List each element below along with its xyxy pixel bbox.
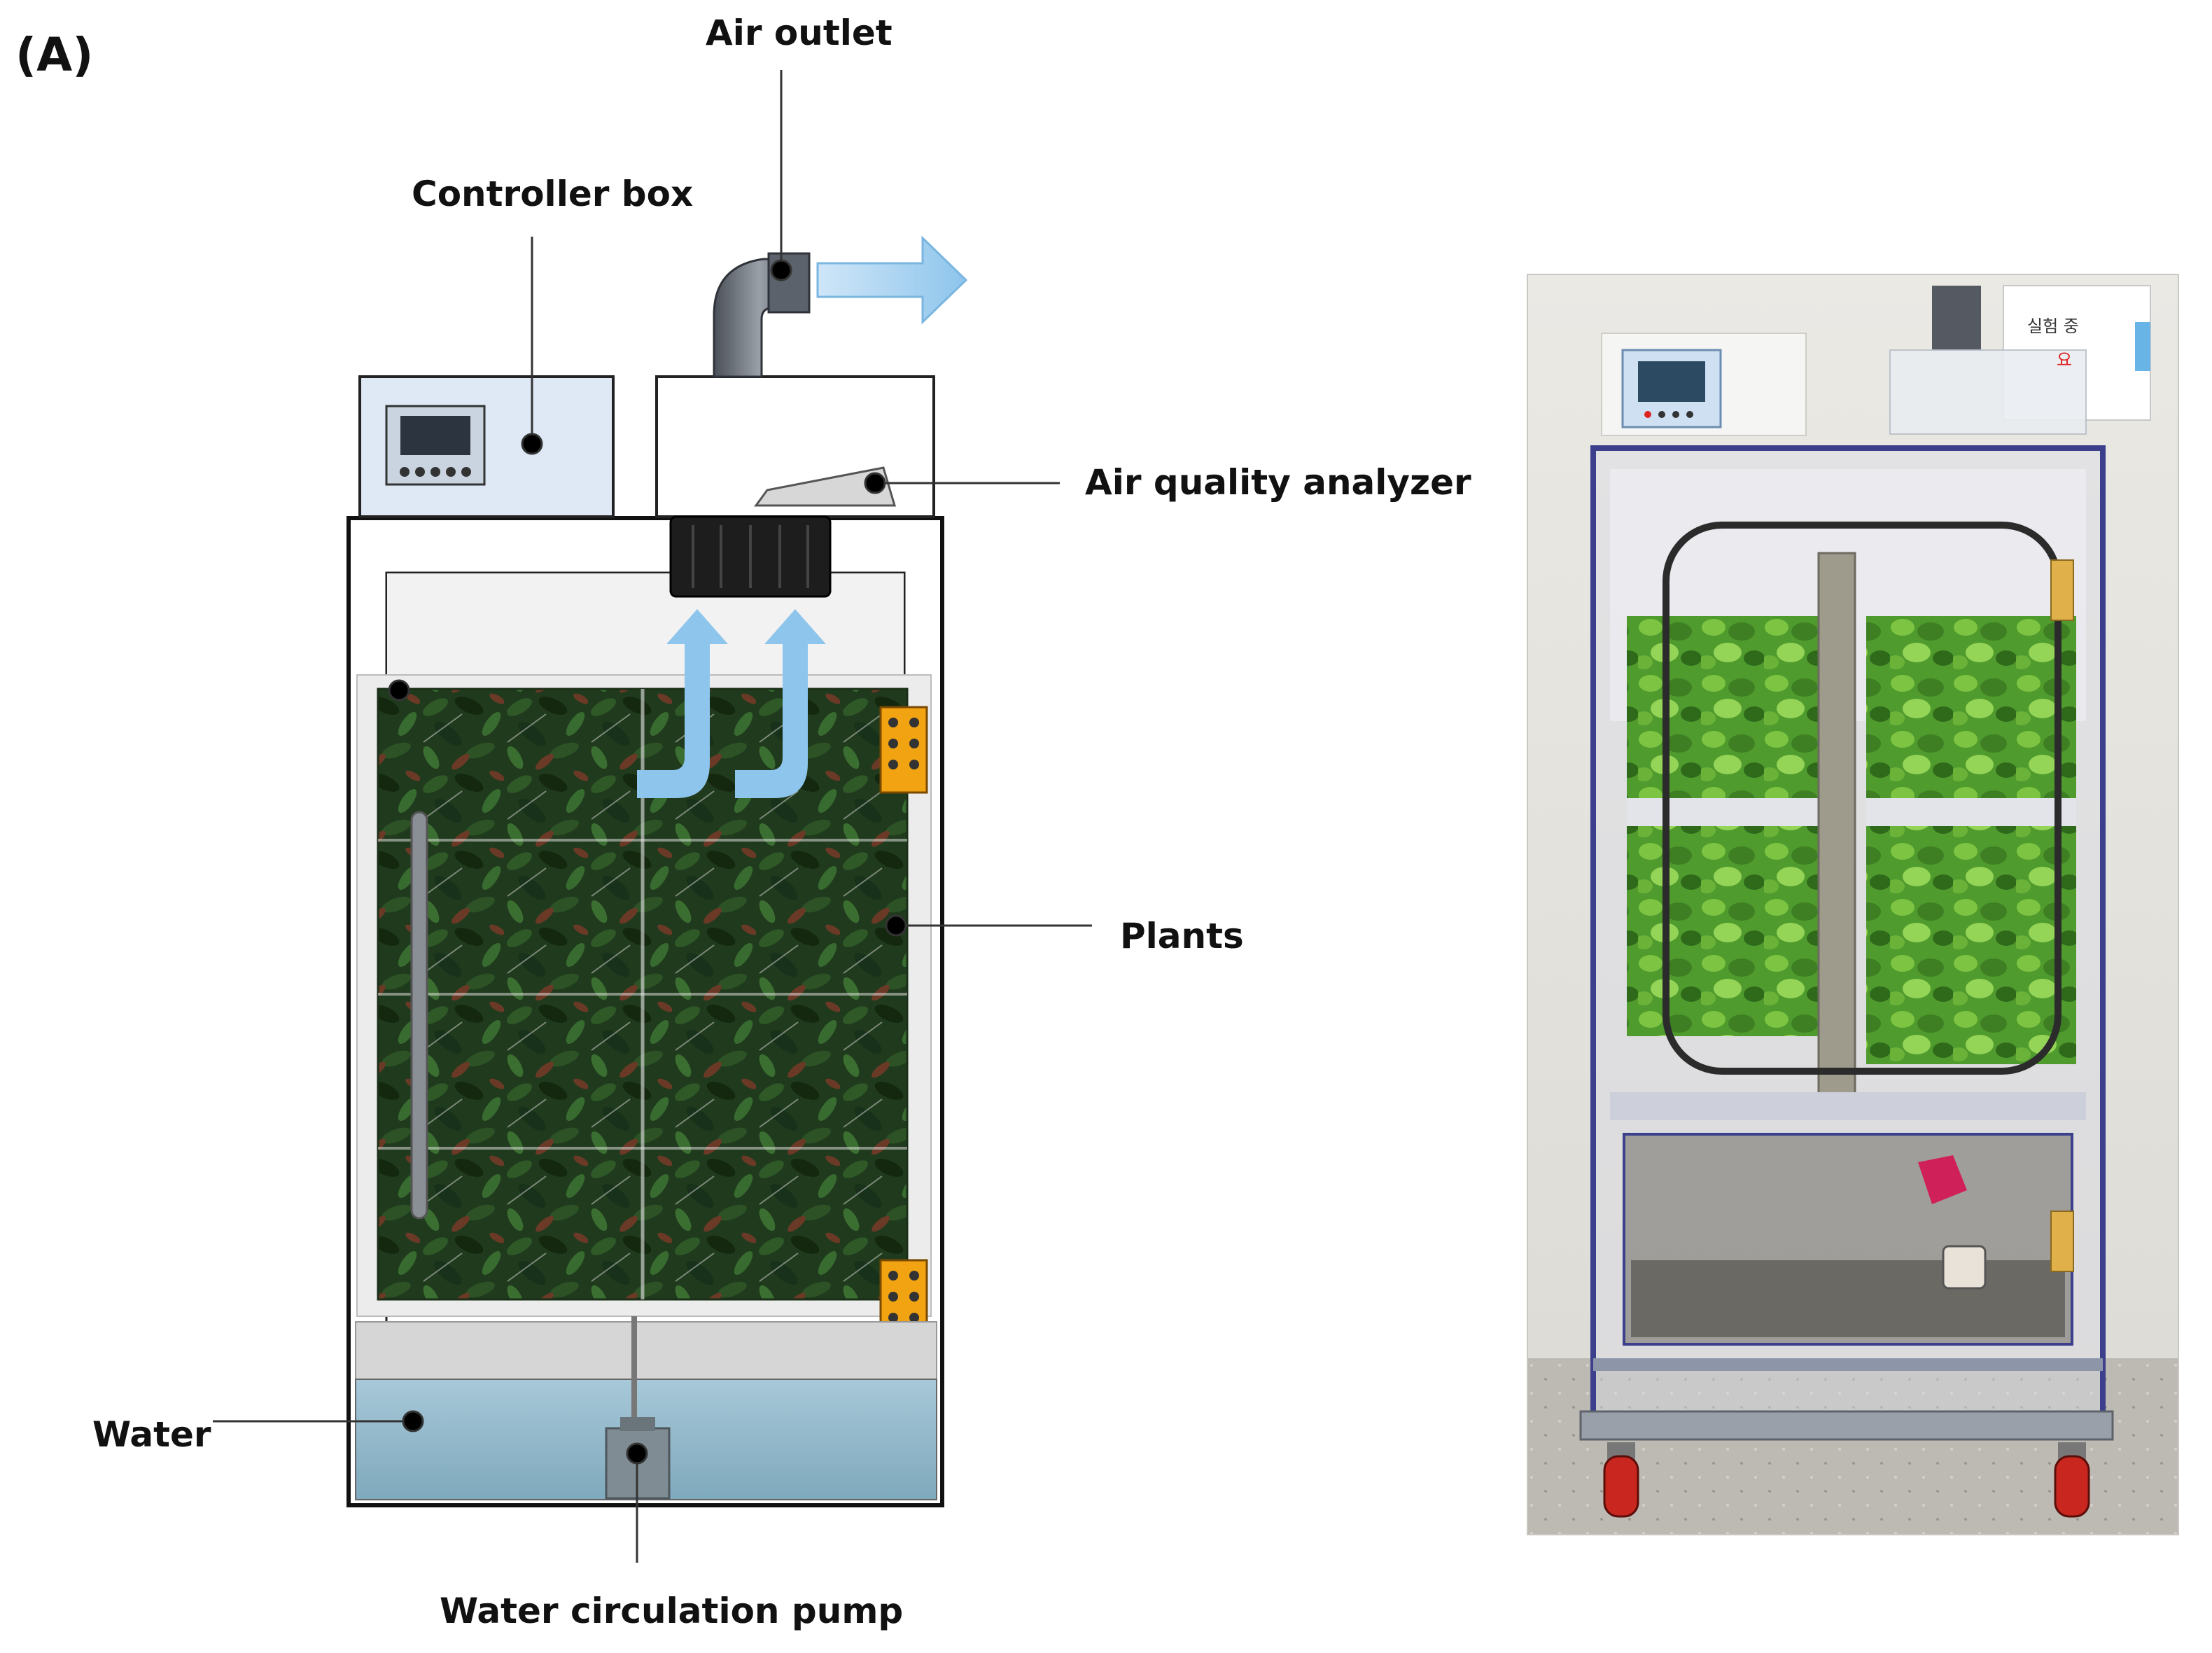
- door-handle: [410, 811, 428, 1220]
- analyzer-box: [655, 375, 935, 518]
- air-outlet-label: Air outlet: [706, 13, 892, 53]
- controller-box: [358, 375, 615, 518]
- airflow-arrow-icon: [637, 235, 968, 798]
- plants-label: Plants: [1120, 916, 1244, 956]
- air-quality-analyzer-label: Air quality analyzer: [1085, 462, 1471, 503]
- water-circulation-pump-label: Water circulation pump: [440, 1591, 904, 1631]
- analyzer-sensor-icon: [754, 466, 897, 507]
- photo-sign-line1: 실험 중: [2027, 316, 2079, 336]
- fan-icon: [669, 515, 832, 598]
- controller-box-label: Controller box: [412, 174, 694, 214]
- controller-display-icon: [385, 405, 486, 486]
- photo-sign-line2: 요: [2057, 350, 2073, 370]
- callout-leaders: [213, 70, 1092, 1563]
- water-label: Water: [92, 1414, 211, 1455]
- outlet-elbow-icon: [713, 252, 811, 378]
- panel-label: (A): [15, 28, 94, 82]
